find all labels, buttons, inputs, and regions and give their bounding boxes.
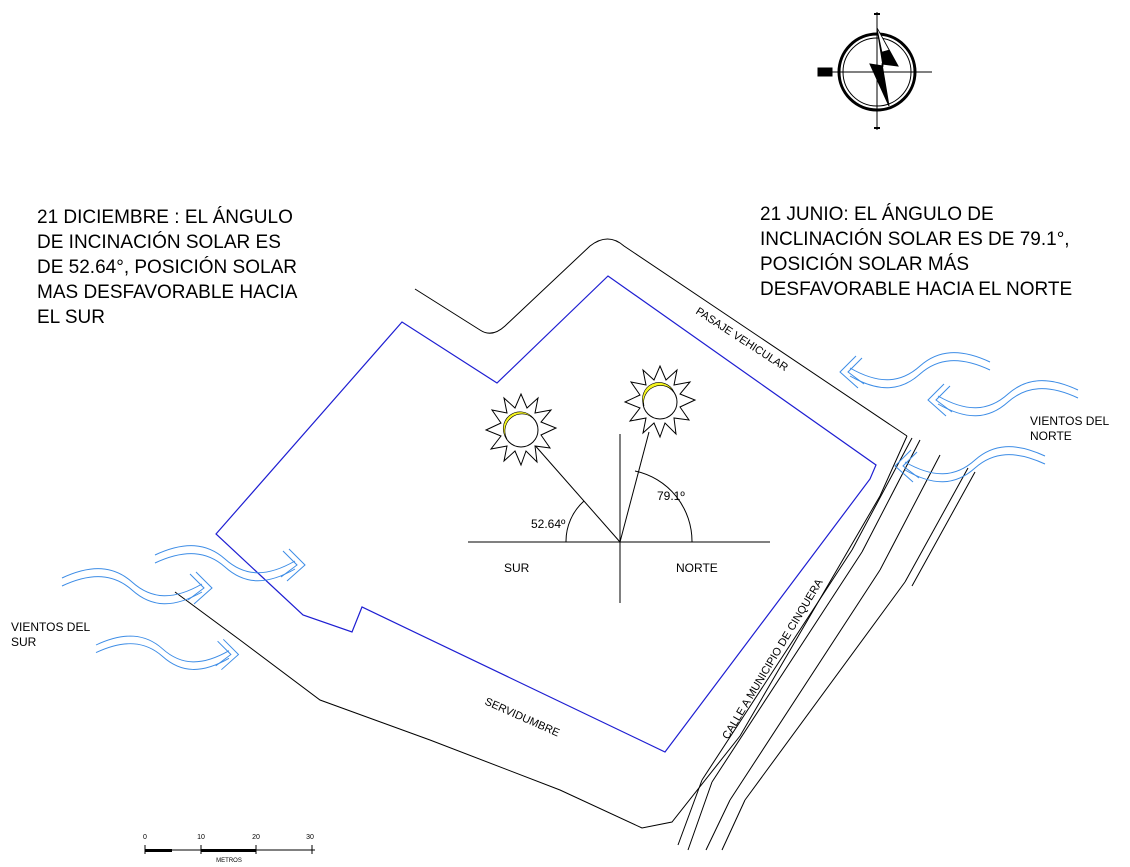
scale-bar: 0 10 20 30 METROS (143, 834, 315, 864)
sun-icon-december (484, 392, 558, 467)
scale-tick-10: 10 (197, 834, 205, 841)
scale-tick-0: 0 (143, 834, 147, 841)
wind-arrows-south (61, 545, 306, 671)
sun-icon-june (623, 364, 697, 439)
north-arrow-icon (817, 12, 932, 130)
scale-tick-20: 20 (252, 834, 260, 841)
scale-unit: METROS (216, 858, 242, 864)
sun-angle-diagram (468, 431, 770, 603)
direction-label-north: NORTE (676, 561, 718, 575)
street-label-servidumbre: SERVIDUMBRE (483, 696, 561, 740)
scale-tick-30: 30 (306, 834, 314, 841)
street-label-pasaje: PASAJE VEHICULAR (693, 305, 790, 374)
angle-label-north: 79.1º (657, 489, 685, 503)
angle-label-south: 52.64º (531, 517, 566, 531)
lot-boundary (215, 275, 877, 753)
wind-label-south: VIENTOS DEL SUR (11, 620, 91, 649)
december-solar-note: 21 DICIEMBRE : EL ÁNGULO DE INCINACIÓN S… (37, 207, 298, 328)
june-solar-note: 21 JUNIO: EL ÁNGULO DE INCLINACIÓN SOLAR… (760, 204, 1073, 300)
wind-label-north: VIENTOS DEL NORTE (1030, 414, 1110, 443)
direction-label-south: SUR (504, 561, 530, 575)
street-label-calle: CALLE A MUNICIPIO DE CINQUERA (720, 577, 826, 742)
road-lines (174, 238, 976, 851)
